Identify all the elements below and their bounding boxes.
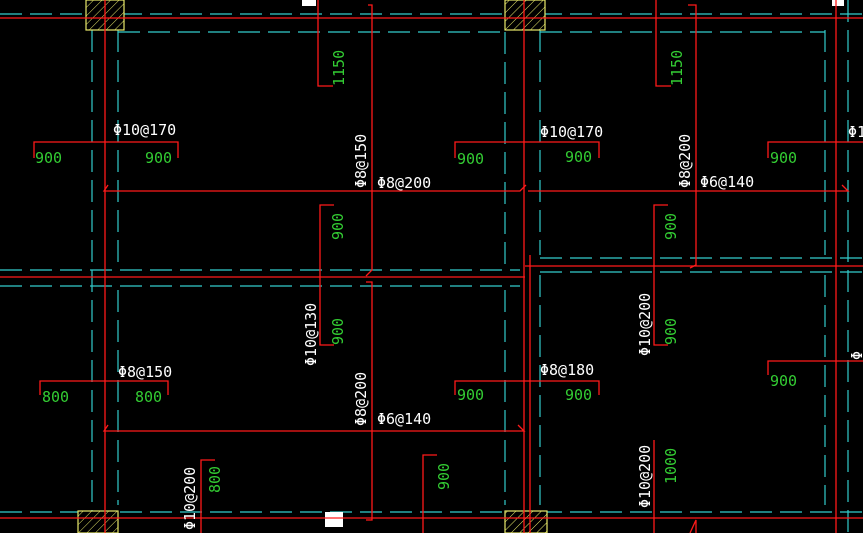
- grip-marker-top[interactable]: [302, 0, 316, 6]
- grip-marker-bottom[interactable]: [325, 512, 343, 527]
- rebar-support-800-bottom[interactable]: [200, 459, 215, 533]
- length-label-900-support-b[interactable]: 900: [329, 318, 347, 345]
- rebar-label-right-edge[interactable]: Φ1: [848, 123, 863, 141]
- length-label-900-support-c[interactable]: 900: [662, 213, 680, 240]
- length-label-900-top-mid-a[interactable]: 900: [457, 150, 484, 168]
- column-bottom-mid[interactable]: [504, 510, 548, 533]
- length-label-800-mid-left-b[interactable]: 800: [135, 388, 162, 406]
- rebar-h-6-140-lower[interactable]: [102, 424, 526, 432]
- rebar-neg-top-mid[interactable]: [454, 141, 600, 158]
- length-label-900-top-left-b[interactable]: 900: [145, 149, 172, 167]
- rebar-neg-top-right[interactable]: [767, 141, 863, 158]
- length-label-900-mid-center-a[interactable]: 900: [457, 386, 484, 404]
- rebar-support-900-b[interactable]: [653, 204, 668, 346]
- rebar-label-8-200-vertical-lower[interactable]: Φ8@200: [352, 372, 370, 426]
- length-label-800-bottom[interactable]: 800: [206, 466, 224, 493]
- rebar-label-8-200-vertical[interactable]: Φ8@200: [676, 134, 694, 188]
- grip-marker-top-right[interactable]: [832, 0, 844, 6]
- length-label-900-mid-right[interactable]: 900: [770, 372, 797, 390]
- length-label-1000-bottom[interactable]: 1000: [662, 448, 680, 484]
- rebar-neg-top-left[interactable]: [33, 141, 179, 158]
- length-labels: 1150 1150 900 900 900 900 900 900 900 90…: [35, 50, 797, 493]
- rebar-label-6-140-top[interactable]: Φ6@140: [700, 173, 754, 191]
- length-label-900-bottom[interactable]: 900: [435, 463, 453, 490]
- rebar-label-10-170-left[interactable]: Φ10@170: [113, 121, 176, 139]
- rebar-h-6-140-top[interactable]: [528, 184, 850, 192]
- rebar-label-right-edge-mid[interactable]: Φ: [848, 351, 863, 360]
- rebar-v-8-200-lower[interactable]: [366, 281, 373, 521]
- length-label-1150-b[interactable]: 1150: [668, 50, 686, 86]
- rebar-bottom-right-tick[interactable]: [689, 519, 697, 533]
- rebar-label-10-200-vertical-bottom-left[interactable]: Φ10@200: [181, 467, 199, 530]
- length-label-900-top-left-a[interactable]: 900: [35, 149, 62, 167]
- rebar-neg-mid-left[interactable]: [39, 380, 169, 395]
- rebar-label-10-170-mid[interactable]: Φ10@170: [540, 123, 603, 141]
- length-label-900-support-a[interactable]: 900: [329, 213, 347, 240]
- rebar-support-1150-b[interactable]: [655, 0, 671, 87]
- rebar-support-900-bottom[interactable]: [422, 454, 437, 533]
- rebar-neg-mid-center[interactable]: [454, 380, 600, 395]
- length-label-900-top-right[interactable]: 900: [770, 149, 797, 167]
- rebar-support-1150-a[interactable]: [317, 0, 333, 87]
- rebar-h-8-200[interactable]: [102, 184, 527, 192]
- rebar-label-10-200-vertical-bottom-right[interactable]: Φ10@200: [636, 445, 654, 508]
- rebar-label-10-130-vertical[interactable]: Φ10@130: [302, 303, 320, 366]
- rebar-v-8-150[interactable]: [365, 4, 373, 277]
- rebar-label-6-140-lower[interactable]: Φ6@140: [377, 410, 431, 428]
- rebar-v-8-200-right[interactable]: [688, 4, 697, 269]
- length-label-900-mid-center-b[interactable]: 900: [565, 386, 592, 404]
- rebar-spec-labels: Φ10@170 Φ10@170 Φ1 Φ8@150 Φ8@200 Φ8@200 …: [113, 121, 863, 530]
- rebar-label-8-150-mid[interactable]: Φ8@150: [118, 363, 172, 381]
- rebar-support-900-a[interactable]: [319, 204, 334, 346]
- rebar-label-8-200[interactable]: Φ8@200: [377, 174, 431, 192]
- column-bottom-left[interactable]: [77, 510, 119, 533]
- rebar-label-8-180[interactable]: Φ8@180: [540, 361, 594, 379]
- rebar-label-8-150-vertical[interactable]: Φ8@150: [352, 134, 370, 188]
- length-label-900-top-mid-b[interactable]: 900: [565, 148, 592, 166]
- length-label-1150-a[interactable]: 1150: [330, 50, 348, 86]
- rebar-neg-mid-right[interactable]: [767, 360, 863, 375]
- length-label-900-support-d[interactable]: 900: [662, 318, 680, 345]
- rebar-label-10-200-vertical-right[interactable]: Φ10@200: [636, 293, 654, 356]
- length-label-800-mid-left-a[interactable]: 800: [42, 388, 69, 406]
- column-top-mid[interactable]: [504, 0, 546, 31]
